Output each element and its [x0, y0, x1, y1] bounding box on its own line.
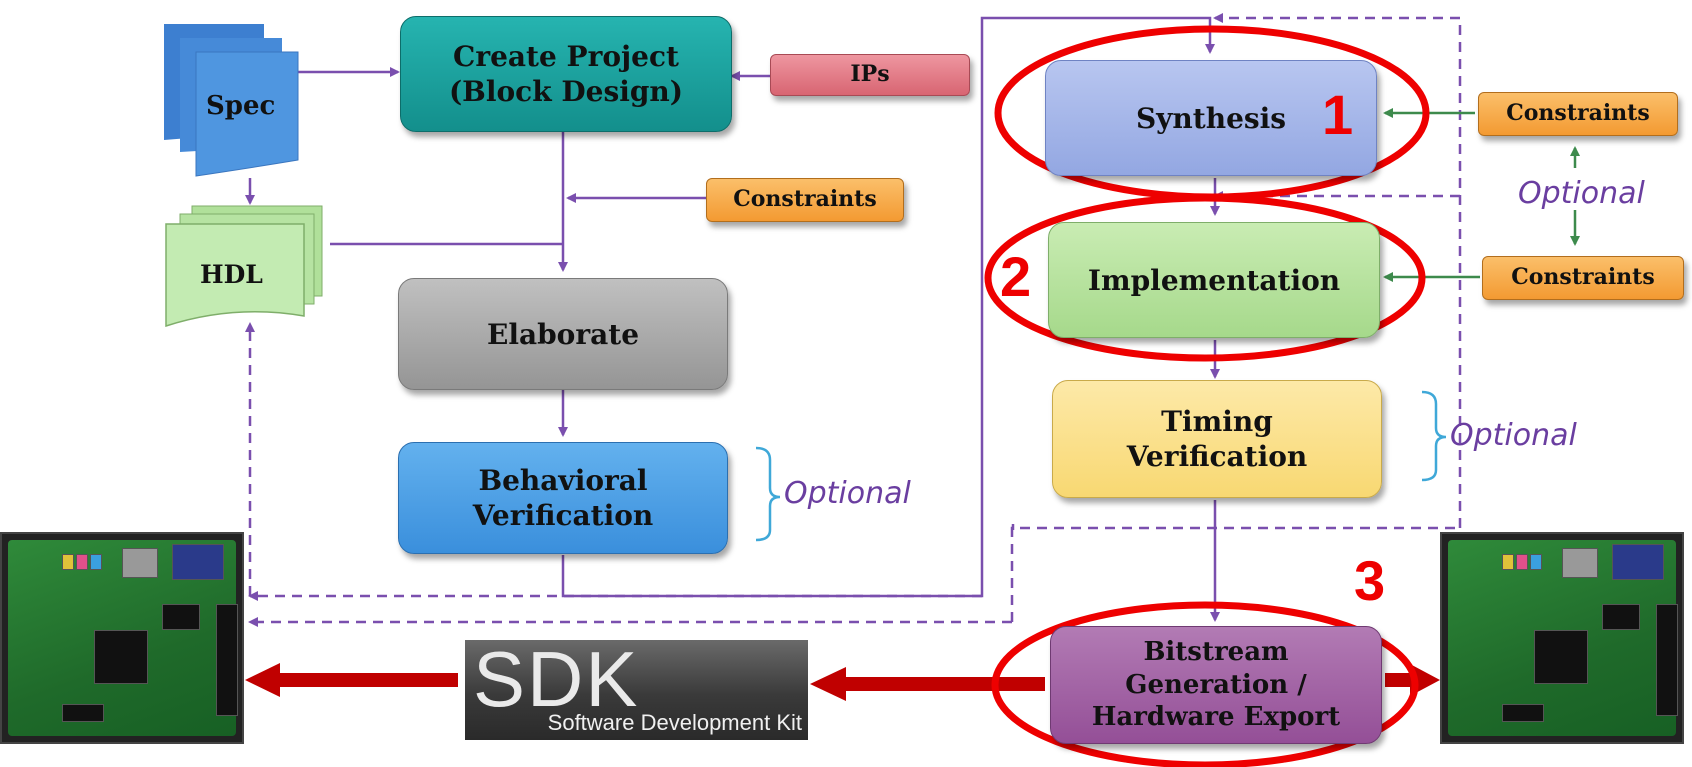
constraints-right-bottom-node[interactable]: Constraints — [1482, 256, 1684, 300]
constraints-left-label: Constraints — [733, 186, 877, 213]
timing-line1: Timing — [1161, 405, 1273, 438]
bitstream-node[interactable]: Bitstream Generation / Hardware Export — [1050, 626, 1382, 744]
behavioral-to-synthesis-line — [561, 16, 1215, 598]
bitstream-line3: Hardware Export — [1091, 702, 1341, 733]
ips-label: IPs — [850, 61, 890, 88]
hdl-document-icon — [165, 205, 323, 328]
fpga-board-image-left — [0, 532, 244, 744]
highlight-implementation-ellipse — [984, 194, 1426, 362]
constraints-right-top-label: Constraints — [1506, 100, 1650, 127]
constraints-right-top-node[interactable]: Constraints — [1478, 92, 1678, 136]
sdk-banner: SDK Software Development Kit — [465, 635, 808, 740]
synthesis-node[interactable]: Synthesis — [1045, 60, 1377, 176]
step-1-number: 1 — [1322, 83, 1354, 146]
implementation-node[interactable]: Implementation — [1048, 222, 1380, 338]
hdl-label: HDL — [200, 260, 263, 289]
bitstream-line1: Bitstream — [1143, 637, 1289, 668]
synthesis-label: Synthesis — [1135, 101, 1287, 135]
elaborate-label: Elaborate — [486, 317, 640, 351]
timing-optional-brace — [1421, 390, 1447, 482]
spec-document-icon — [164, 24, 299, 177]
step-2-number: 2 — [1000, 245, 1032, 308]
sdk-subtitle: Software Development Kit — [547, 710, 802, 735]
ips-node[interactable]: IPs — [770, 54, 970, 96]
create-project-node[interactable]: Create Project (Block Design) — [400, 16, 732, 132]
step-3-number: 3 — [1354, 549, 1386, 612]
elaborate-node[interactable]: Elaborate — [398, 278, 728, 390]
fpga-board-image-right — [1440, 532, 1684, 744]
constraints-right-bottom-label: Constraints — [1511, 264, 1655, 291]
behavioral-optional-label: Optional — [784, 476, 911, 511]
constraints-left-node[interactable]: Constraints — [706, 178, 904, 222]
constraints-optional-label: Optional — [1518, 176, 1645, 211]
behavioral-line1: Behavioral — [478, 464, 648, 497]
timing-verification-node[interactable]: Timing Verification — [1052, 380, 1382, 498]
spec-label: Spec — [206, 91, 276, 121]
sdk-title: SDK — [473, 635, 640, 723]
implementation-label: Implementation — [1087, 263, 1341, 297]
timing-optional-label: Optional — [1450, 418, 1577, 453]
behavioral-line2: Verification — [472, 499, 654, 532]
behavioral-verification-node[interactable]: Behavioral Verification — [398, 442, 728, 554]
behavioral-optional-brace — [755, 446, 781, 542]
bitstream-line2: Generation / — [1125, 669, 1307, 700]
create-project-line1: Create Project — [453, 40, 679, 73]
highlight-bitstream-ellipse — [991, 601, 1419, 767]
create-project-line2: (Block Design) — [448, 75, 684, 108]
timing-line2: Verification — [1126, 440, 1308, 473]
